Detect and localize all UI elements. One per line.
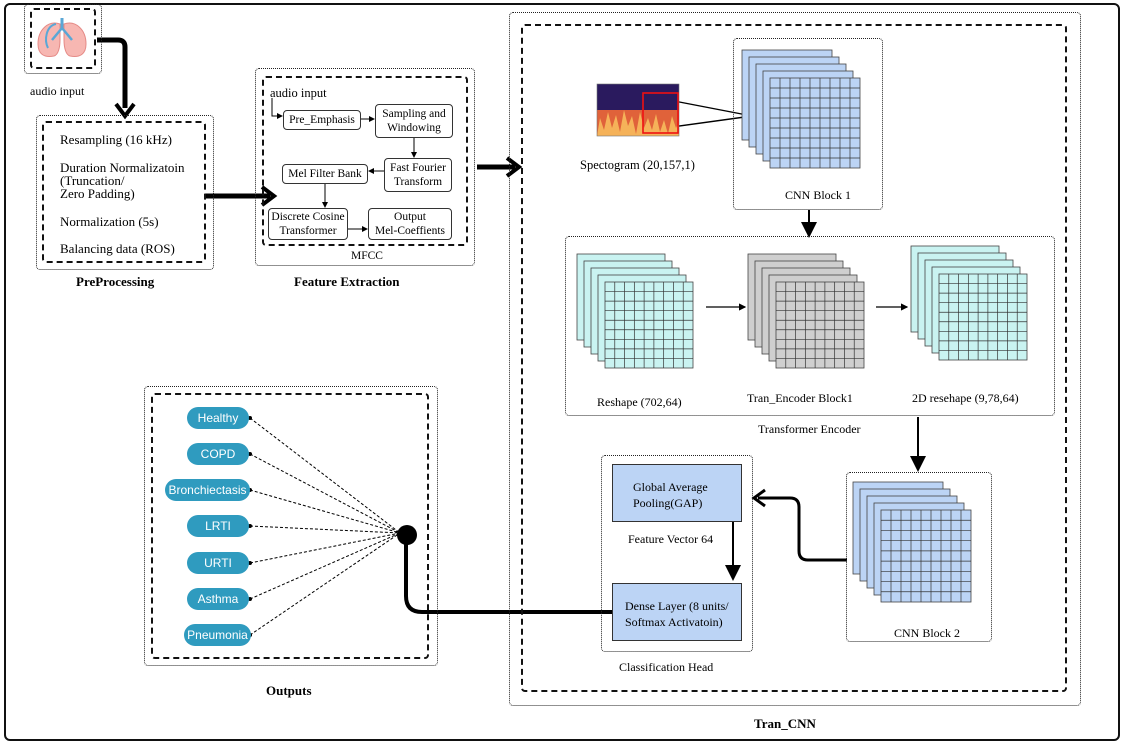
- outputs-inner: [151, 393, 429, 659]
- spectrogram-label: Spectogram (20,157,1): [580, 158, 695, 172]
- reshape2d-map-layer: [938, 273, 1028, 361]
- output-class-asthma: Asthma: [187, 588, 249, 610]
- cnn1-map-layer: [769, 77, 861, 169]
- sampling-box: Sampling and Windowing: [375, 104, 453, 138]
- mfcc-label: MFCC: [351, 250, 383, 262]
- dct-box: Discrete Cosine Transformer: [268, 208, 348, 240]
- feature-extraction-title: Feature Extraction: [294, 274, 400, 289]
- feature-vector-label: Feature Vector 64: [628, 532, 714, 546]
- classification-head-container: [601, 455, 753, 652]
- cnn-block2-label: CNN Block 2: [894, 626, 960, 640]
- classification-head-label: Classification Head: [619, 660, 714, 674]
- pre-step-2c: Zero Padding): [60, 186, 135, 201]
- cnn2-map-layer: [880, 509, 972, 603]
- pre-step-2: Duration Normalizatoin: [60, 160, 185, 175]
- output-box: Output Mel-Coeffients: [368, 208, 452, 240]
- fft-line1: Fast Fourier: [390, 162, 446, 174]
- reshape-map-grid: [605, 282, 693, 368]
- output-class-pneumonia: Pneumonia: [184, 624, 251, 646]
- output-class-bronchiectasis: Bronchiectasis: [165, 479, 250, 501]
- encoder-block-label: Tran_Encoder Block1: [747, 391, 853, 405]
- preprocessing-outer: [36, 115, 214, 270]
- tran-cnn-inner: [521, 24, 1067, 692]
- cnn-block2-container: [846, 472, 992, 642]
- tran-cnn-title: Tran_CNN: [754, 716, 816, 731]
- sampling-line1: Sampling and: [382, 108, 446, 120]
- outputs-title: Outputs: [266, 683, 312, 698]
- fe-audio-input: audio input: [270, 86, 327, 100]
- output-class-lrti: LRTI: [187, 515, 249, 537]
- pre-step-1: Resampling (16 kHz): [60, 132, 172, 147]
- gap-line2: Pooling(GAP): [633, 496, 703, 510]
- pre-step-2b: (Truncation/: [60, 173, 125, 188]
- reshape-label: Reshape (702,64): [597, 395, 682, 409]
- output-class-copd: COPD: [187, 443, 249, 465]
- cnn-block1-label: CNN Block 1: [785, 188, 851, 202]
- reshape2d-map-grid: [939, 274, 1027, 360]
- outputs-outer: [144, 386, 438, 666]
- encoder-map-layer: [775, 281, 865, 369]
- audio-input-inner: [30, 8, 96, 69]
- dct-line1: Discrete Cosine: [271, 211, 345, 223]
- output-line1: Output: [394, 211, 426, 223]
- output-line2: Mel-Coeffients: [374, 225, 446, 237]
- pre-step-4: Balancing data (ROS): [60, 241, 175, 256]
- pre-emphasis-box: Pre_Emphasis: [283, 110, 361, 130]
- audio-input-outer: [24, 4, 102, 74]
- mel-filter-box: Mel Filter Bank: [282, 164, 368, 184]
- dense-line1: Dense Layer (8 units/: [625, 599, 729, 613]
- gap-line1: Global Average: [633, 480, 708, 494]
- feature-extraction-outer: [255, 68, 475, 266]
- reshape-2d-label: 2D resehape (9,78,64): [912, 391, 1019, 405]
- cnn-block1-container: [733, 38, 883, 210]
- fft-box: Fast Fourier Transform: [384, 158, 452, 192]
- fft-line2: Transform: [393, 176, 443, 188]
- cnn2-map-grid: [881, 510, 971, 602]
- audio-input-label: audio input: [30, 84, 85, 98]
- preprocessing-title: PreProcessing: [76, 274, 155, 289]
- transformer-encoder-label: Transformer Encoder: [758, 422, 861, 436]
- pre-step-3: Normalization (5s): [60, 214, 159, 229]
- encoder-map-grid: [776, 282, 864, 368]
- output-class-healthy: Healthy: [187, 407, 249, 429]
- arrow-audio-to-preprocessing: [97, 37, 128, 108]
- diagram-frame: [4, 3, 1120, 741]
- reshape-map-layer: [604, 281, 694, 369]
- dense-line2: Softmax Activatoin): [625, 615, 723, 629]
- cnn1-map-grid: [770, 78, 860, 168]
- sampling-line2: Windowing: [387, 122, 441, 134]
- feature-extraction-inner: [262, 76, 468, 246]
- output-class-urti: URTI: [187, 552, 249, 574]
- gap-box: Global Average Pooling(GAP): [612, 464, 742, 522]
- dense-layer-box: Dense Layer (8 units/ Softmax Activatoin…: [612, 583, 742, 641]
- tran-cnn-outer: [509, 12, 1081, 706]
- dct-line2: Transformer: [279, 225, 337, 237]
- transformer-encoder-container: [565, 236, 1055, 416]
- preprocessing-inner: [42, 121, 206, 263]
